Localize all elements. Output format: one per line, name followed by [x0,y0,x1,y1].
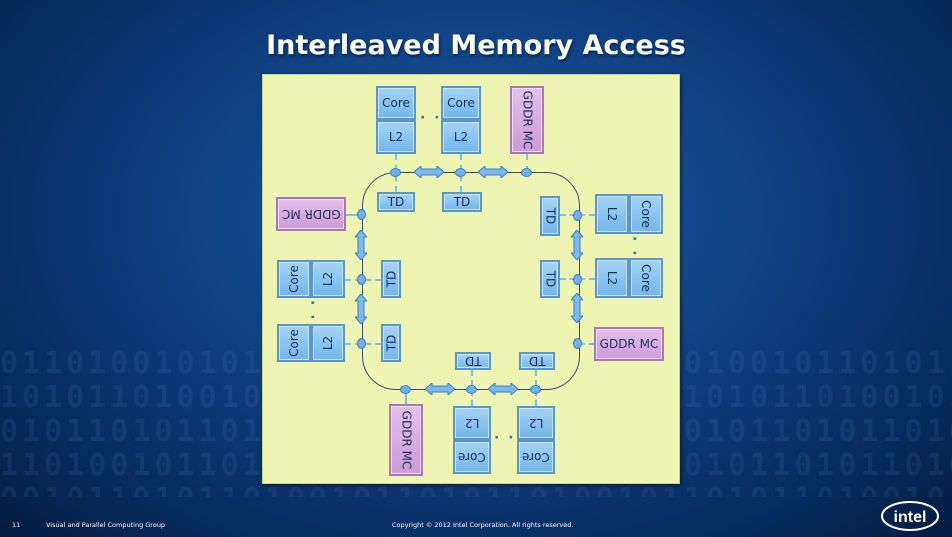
l2-box: L2 [311,260,345,298]
ring-stop [573,338,582,349]
core-box: Core [629,258,663,298]
bidirectional-arrow [571,230,583,260]
td-box: TD [381,260,401,298]
td-box: TD [519,352,555,370]
td-box: TD [442,192,482,212]
ellipsis: · · [494,430,516,446]
gddr-mc-box: GDDR MC [594,327,664,361]
td-box: TD [455,352,491,370]
bidirectional-arrow [425,383,455,395]
l2-box: L2 [595,258,629,298]
ellipsis: · · [626,236,642,258]
ring-stop [357,209,366,220]
td-box: TD [540,196,560,236]
td-box: TD [540,260,560,298]
ring-stop [455,168,466,177]
core-box: Core [517,440,555,474]
ring-stop [521,168,532,177]
ellipsis: · · [304,300,320,322]
core-box: Core [277,260,311,298]
core-box: Core [376,86,416,120]
ring-stop [357,274,366,285]
bidirectional-arrow [478,166,508,178]
td-box: TD [381,324,401,362]
bidirectional-arrow [414,166,444,178]
ring-stop [357,338,366,349]
binary-row: 0010110101101001011010110100101101011010… [0,483,952,498]
slide-footer: 11 Visual and Parallel Computing Group C… [0,511,952,537]
ring-stop [573,210,582,221]
intel-logo: intel [881,501,939,531]
bidirectional-arrow [488,383,518,395]
bidirectional-arrow [355,294,367,324]
bidirectional-arrow [355,230,367,260]
ring-stop [530,385,541,394]
svg-text:intel: intel [894,509,927,526]
connector-line [580,343,594,345]
connector-line [346,214,358,216]
group-name: Visual and Parallel Computing Group [46,521,166,529]
ellipsis: · · [420,110,442,126]
td-box: TD [377,192,415,212]
connector-line [405,392,407,404]
core-box: Core [629,194,663,234]
l2-box: L2 [311,324,345,362]
ring-stop [390,168,401,177]
connector-line [526,154,528,172]
l2-box: L2 [517,406,555,440]
ring-stop [400,385,411,394]
gddr-mc-box: GDDR MC [510,86,544,154]
ring-stop [466,385,477,394]
gddr-mc-box: GDDR MC [276,197,346,231]
l2-box: L2 [376,120,416,154]
bidirectional-arrow [571,293,583,323]
ring-stop [573,274,582,285]
page-number: 11 [12,521,21,529]
slide-title: Interleaved Memory Access [266,30,686,61]
gddr-mc-box: GDDR MC [389,404,423,476]
l2-box: L2 [441,120,481,154]
l2-box: L2 [595,194,629,234]
core-box: Core [277,324,311,362]
l2-box: L2 [453,406,491,440]
core-box: Core [441,86,481,120]
core-box: Core [453,440,491,474]
copyright: Copyright © 2012 Intel Corporation. All … [392,521,574,529]
